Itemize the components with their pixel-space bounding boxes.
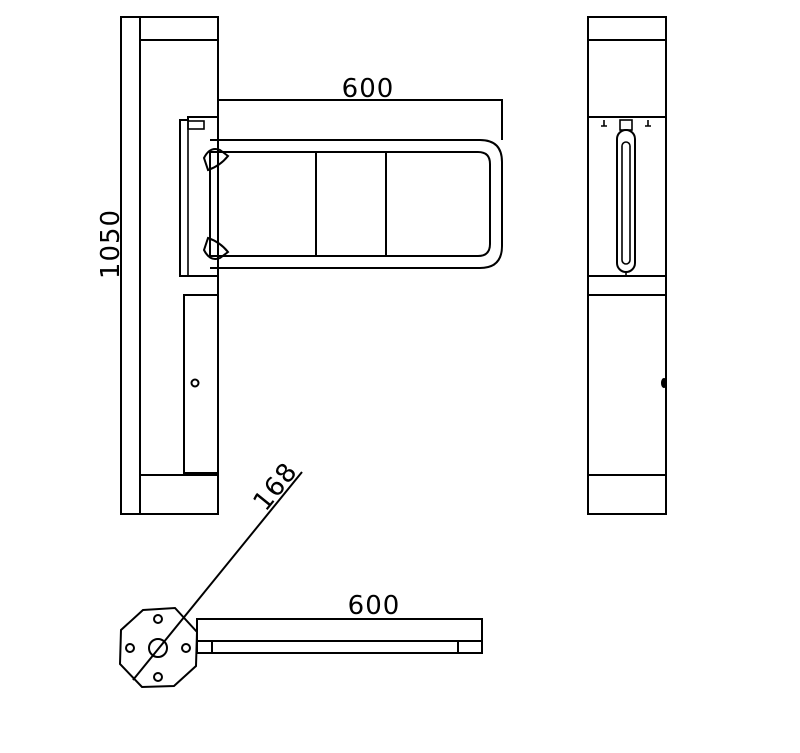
bolt-hole-right: [181, 643, 191, 653]
side-arm-outer: [616, 129, 636, 273]
dim-line-top-600: [218, 99, 503, 140]
side-bolt-right-icon: [645, 120, 651, 127]
side-view: [587, 16, 667, 515]
bolt-hole-top: [153, 614, 163, 624]
bolt-hole-left: [125, 643, 135, 653]
plan-view: 168 600: [118, 457, 483, 689]
front-view: 600 1050: [96, 16, 503, 515]
side-post-outer: [587, 16, 667, 515]
clamp-top-icon: [202, 148, 230, 172]
side-bolt-left-icon: [601, 120, 607, 127]
swing-arm-inner: [210, 151, 491, 257]
center-hole: [148, 638, 168, 658]
bolt-hole-bottom: [153, 672, 163, 682]
post-outer: [120, 16, 219, 515]
base-plate: [118, 606, 199, 689]
side-lock-icon: [661, 378, 667, 388]
dim-label-diagonal-168: 168: [248, 457, 304, 517]
lock-icon: [190, 378, 200, 388]
lower-door-panel: [183, 294, 219, 474]
plan-arm-outer: [196, 618, 483, 654]
swing-arm-outer: [210, 139, 503, 269]
dim-label-top-600: 600: [342, 74, 395, 104]
hinge-top: [187, 120, 205, 130]
dim-label-bottom-600: 600: [348, 591, 401, 621]
dim-line-diagonal-168: [132, 471, 303, 681]
side-arm-inner: [621, 141, 631, 265]
clamp-bottom-icon: [202, 236, 230, 260]
side-hinge: [619, 119, 633, 131]
dim-label-height-1050: 1050: [96, 209, 126, 279]
upper-housing: [179, 116, 218, 277]
